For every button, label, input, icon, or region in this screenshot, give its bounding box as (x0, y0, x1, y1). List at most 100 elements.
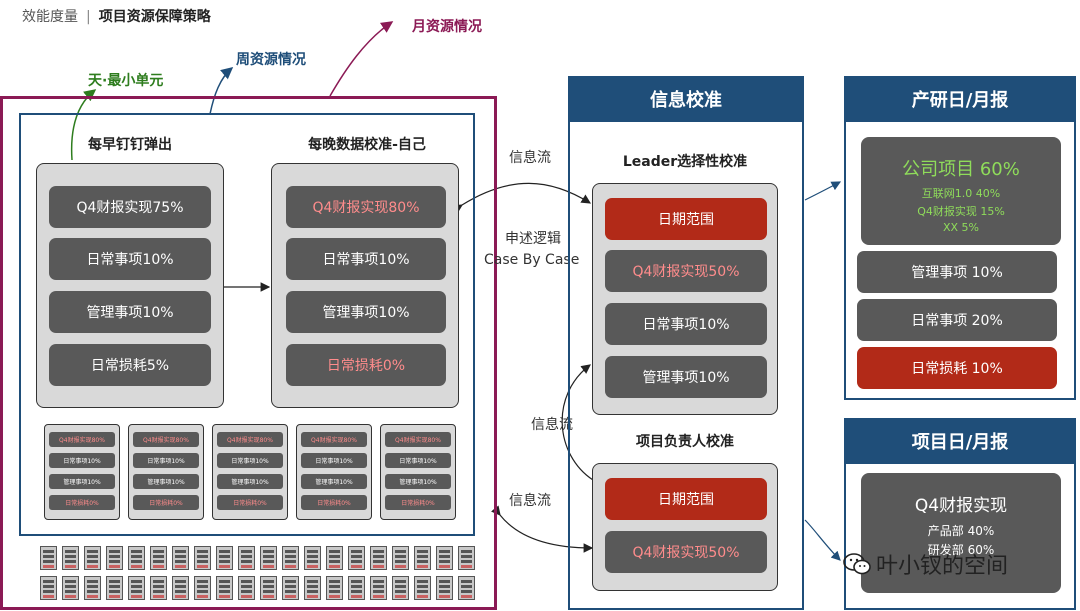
project-report-line: 研发部 60% (927, 543, 995, 557)
mini-card-item: 管理事项10% (385, 474, 451, 489)
evening-item: 日常事项10% (286, 238, 446, 280)
tile (216, 546, 233, 570)
mini-card-item: 管理事项10% (217, 474, 283, 489)
tile (370, 546, 387, 570)
project-report-title: Q4财报实现 (914, 496, 1008, 516)
tile-grid (40, 546, 480, 604)
rd-report-item: 管理事项 10% (857, 251, 1057, 293)
tile (304, 546, 321, 570)
tile (150, 546, 167, 570)
flow-label-case: Case By Case (484, 252, 580, 268)
arrow-month (329, 21, 394, 97)
mini-card: Q4财报实现80%日常事项10%管理事项10%日常损耗0% (212, 424, 288, 520)
tile (260, 576, 277, 600)
tile (348, 546, 365, 570)
mini-card-item: 管理事项10% (49, 474, 115, 489)
evening-item: 日常损耗0% (286, 344, 446, 386)
tile (414, 546, 431, 570)
project-report-card: Q4财报实现 产品部 40% 研发部 60% (861, 473, 1061, 593)
tile (392, 546, 409, 570)
tile (260, 546, 277, 570)
arrow-day (70, 89, 97, 161)
tile (326, 576, 343, 600)
tile (304, 576, 321, 600)
tile (84, 546, 101, 570)
tile (458, 576, 475, 600)
tile (216, 576, 233, 600)
mini-card-item: 日常事项10% (301, 453, 367, 468)
morning-card: Q4财报实现75% 日常事项10% 管理事项10% 日常损耗5% (36, 163, 224, 408)
rd-report-header: 产研日/月报 (844, 76, 1076, 122)
tile (194, 576, 211, 600)
watermark-text: 叶小钗的空间 (876, 554, 1009, 579)
tile (392, 576, 409, 600)
mini-card-item: 日常损耗0% (301, 495, 367, 510)
company-project-line: XX 5% (942, 221, 980, 234)
tile (62, 576, 79, 600)
mini-card-item: 管理事项10% (133, 474, 199, 489)
label-day: 天·最小单元 (88, 73, 164, 89)
project-report-header: 项目日/月报 (844, 418, 1076, 464)
mini-card-item: 日常事项10% (49, 453, 115, 468)
mini-card-item: Q4财报实现80% (301, 432, 367, 447)
tile (106, 576, 123, 600)
header-separator: | (86, 9, 91, 25)
leader-title: Leader选择性校准 (622, 154, 748, 170)
page-title: 项目资源保障策略 (98, 9, 211, 25)
week-frame (19, 113, 475, 536)
mini-card-item: 日常事项10% (133, 453, 199, 468)
arrow-pm-to-frame (491, 505, 594, 553)
tile (436, 576, 453, 600)
leader-item: 日常事项10% (605, 303, 767, 345)
company-project-title: 公司项目 60% (902, 159, 1020, 180)
tile (128, 576, 145, 600)
flow-label-argue: 申述逻辑 (505, 231, 561, 247)
tile (282, 546, 299, 570)
label-month: 月资源情况 (412, 19, 482, 35)
watermark: 叶小钗的空间 (842, 548, 1008, 580)
flow-label-bottom: 信息流 (509, 493, 551, 509)
evening-title: 每晚数据校准-自己 (308, 137, 426, 153)
mini-card-item: Q4财报实现80% (49, 432, 115, 447)
morning-item: 日常损耗5% (49, 344, 211, 386)
tile (282, 576, 299, 600)
mini-card: Q4财报实现80%日常事项10%管理事项10%日常损耗0% (44, 424, 120, 520)
tile (40, 546, 57, 570)
month-frame (0, 96, 497, 610)
tile (370, 576, 387, 600)
tile (458, 546, 475, 570)
pm-card: 日期范围 Q4财报实现50% (592, 463, 778, 591)
company-project-line: 互联网1.0 40% (921, 187, 1001, 200)
tile (414, 576, 431, 600)
tile (172, 576, 189, 600)
tile (436, 546, 453, 570)
leader-card: 日期范围 Q4财报实现50% 日常事项10% 管理事项10% (592, 183, 778, 415)
company-project-card: 公司项目 60% 互联网1.0 40% Q4财报实现 15% XX 5% (861, 137, 1061, 245)
morning-item: 日常事项10% (49, 238, 211, 280)
morning-item: Q4财报实现75% (49, 186, 211, 228)
evening-item: 管理事项10% (286, 291, 446, 333)
flow-label-mid: 信息流 (531, 417, 573, 433)
leader-item: 日期范围 (605, 198, 767, 240)
header-category: 效能度量 (22, 9, 78, 25)
label-week: 周资源情况 (236, 52, 306, 68)
rd-report-item: 日常损耗 10% (857, 347, 1057, 389)
pm-title: 项目负责人校准 (636, 434, 734, 450)
company-project-line: Q4财报实现 15% (917, 205, 1005, 218)
tile (40, 576, 57, 600)
tile (128, 546, 145, 570)
tile (348, 576, 365, 600)
morning-title: 每早钉钉弹出 (88, 137, 172, 153)
evening-item: Q4财报实现80% (286, 186, 446, 228)
tile (326, 546, 343, 570)
pm-item: Q4财报实现50% (605, 531, 767, 573)
tile (62, 546, 79, 570)
arrow-pm-to-leader (561, 364, 603, 489)
arrow-to-project-report (804, 519, 841, 561)
project-report-line: 产品部 40% (927, 524, 995, 538)
tile (194, 546, 211, 570)
page-header: 效能度量 | 项目资源保障策略 (22, 6, 211, 26)
arrow-to-rd-report (804, 181, 842, 201)
rd-report-item: 日常事项 20% (857, 299, 1057, 341)
